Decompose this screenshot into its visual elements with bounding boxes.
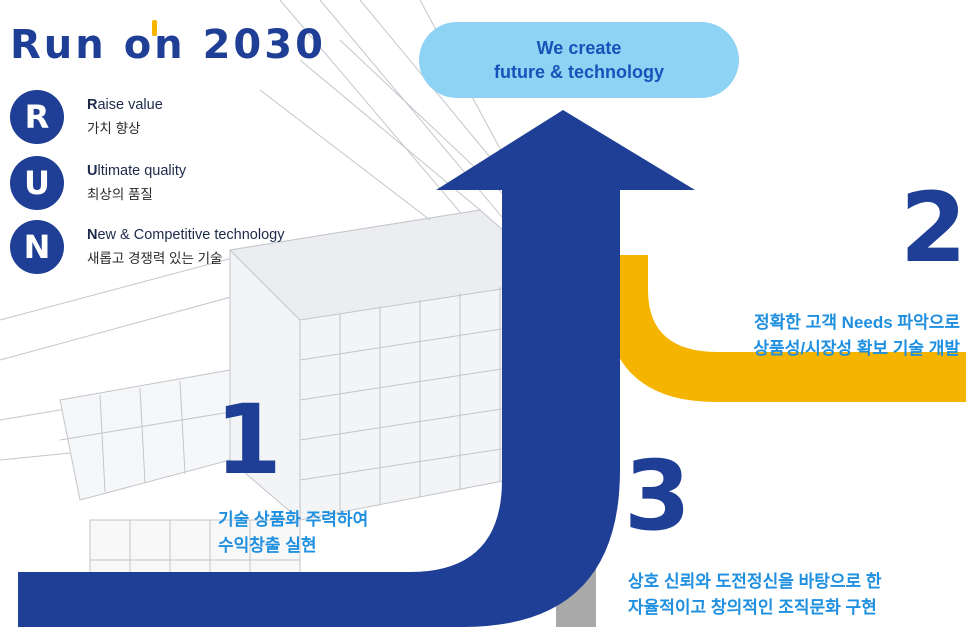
run-item-raise-value: R Raise value 가치 향상: [10, 90, 330, 146]
step-3-number: 3: [624, 440, 691, 552]
logo-prefix: Run: [10, 22, 124, 68]
step-3-line-2: 자율적이고 창의적인 조직문화 구현: [628, 598, 877, 617]
run-item-ultimate-quality: U Ultimate quality 최상의 품질: [10, 156, 330, 212]
logo-year: 2030: [185, 22, 326, 68]
power-icon: [152, 20, 158, 36]
title-rest: aise value: [97, 97, 163, 113]
run-item-new-competitive-technology: N New & Competitive technology 새롭고 경쟁력 있…: [10, 220, 330, 276]
logo-on: on: [124, 20, 186, 68]
step-3-text: 상호 신뢰와 도전정신을 바탕으로 한 자율적이고 창의적인 조직문화 구현: [628, 569, 882, 621]
run-item-title: Raise value: [87, 97, 163, 113]
step-2-number: 2: [900, 172, 966, 284]
step-2-line-1: 정확한 고객 Needs 파악으로: [754, 313, 960, 332]
run-item-title: Ultimate quality: [87, 163, 186, 179]
run-item-subtitle: 최상의 품질: [87, 187, 153, 202]
navy-growth-arrow: [18, 110, 695, 627]
step-1-line-1: 기술 상품화 주력하여: [218, 510, 369, 529]
step-2-line-2: 상품성/시장성 확보 기술 개발: [753, 339, 960, 358]
yellow-curve: [604, 255, 966, 402]
slogan-line-1: We create: [536, 38, 622, 58]
run-item-subtitle: 가치 향상: [87, 121, 141, 136]
slogan-line-2: future & technology: [494, 62, 664, 82]
slogan-pill: We create future & technology: [419, 22, 739, 98]
title-rest: ew & Competitive technology: [97, 227, 285, 243]
title-initial: N: [87, 227, 98, 243]
run-letter-badge: R: [10, 90, 64, 144]
run-on-2030-logo: Run on 2030: [10, 20, 326, 68]
step-3-line-1: 상호 신뢰와 도전정신을 바탕으로 한: [628, 572, 882, 591]
run-item-title: New & Competitive technology: [87, 227, 284, 243]
step-2-text: 정확한 고객 Needs 파악으로 상품성/시장성 확보 기술 개발: [753, 310, 960, 362]
title-initial: R: [87, 97, 98, 113]
run-item-subtitle: 새롭고 경쟁력 있는 기술: [87, 251, 223, 266]
step-1-text: 기술 상품화 주력하여 수익창출 실현: [218, 507, 368, 559]
step-1-line-2: 수익창출 실현: [218, 536, 317, 555]
title-rest: ltimate quality: [97, 163, 187, 179]
step-1-number: 1: [215, 384, 282, 496]
run-letter-badge: N: [10, 220, 64, 274]
title-initial: U: [87, 163, 98, 179]
run-letter-badge: U: [10, 156, 64, 210]
